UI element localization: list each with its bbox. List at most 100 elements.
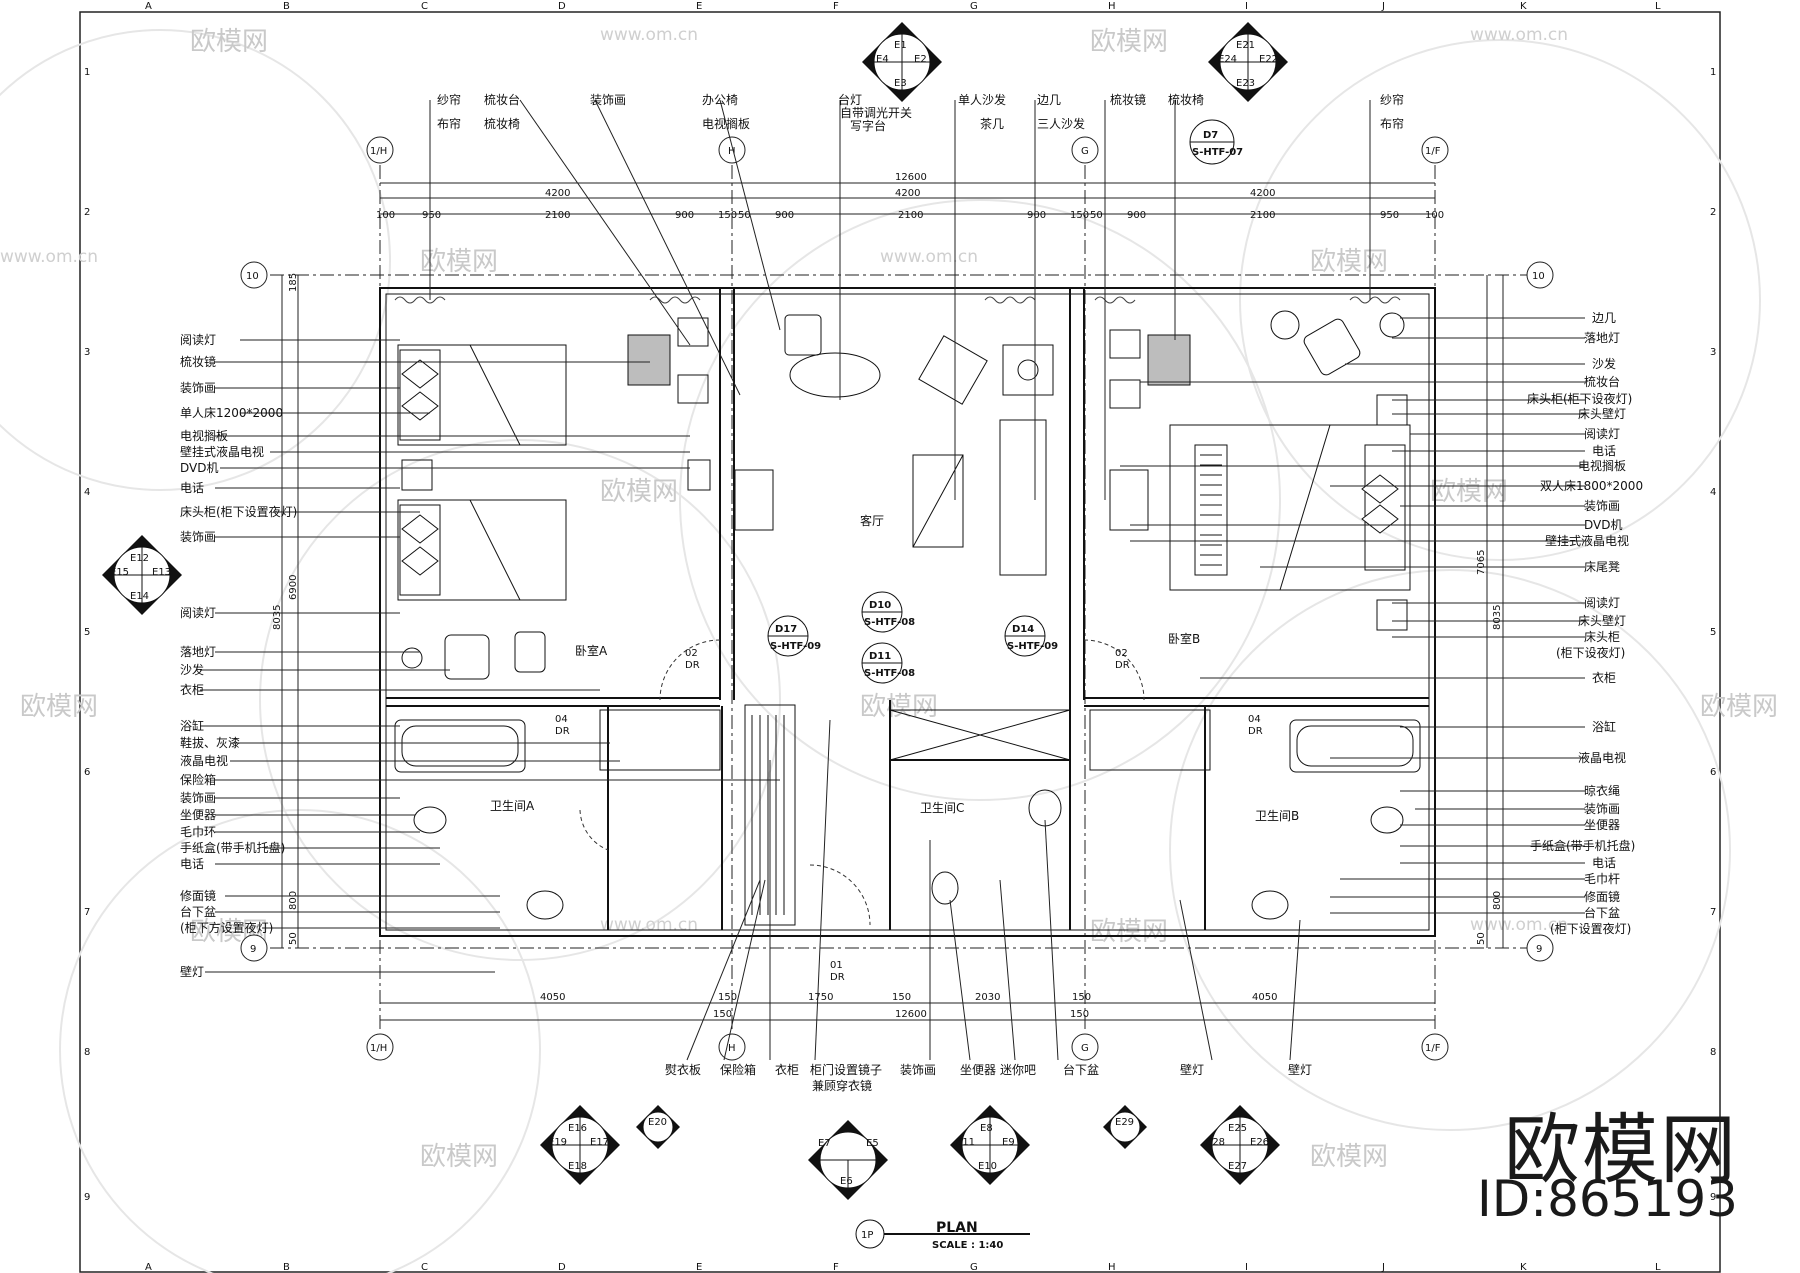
svg-text:E17: E17: [590, 1137, 609, 1148]
svg-text:1/F: 1/F: [1425, 1043, 1441, 1054]
svg-text:电视搁板: 电视搁板: [180, 428, 228, 443]
room-name-bath-a: 卫生间A: [490, 799, 535, 813]
svg-text:纱帘: 纱帘: [437, 92, 461, 107]
office-chair: [784, 314, 822, 356]
svg-text:D: D: [558, 1, 566, 12]
svg-text:150: 150: [892, 992, 911, 1003]
svg-text:H: H: [1108, 1262, 1116, 1273]
svg-text:800: 800: [288, 891, 299, 910]
svg-text:床头柜(柜下设夜灯): 床头柜(柜下设夜灯): [1527, 391, 1632, 406]
watermark-layer: 欧模网 www.om.cn 欧模网 www.om.cn 欧模网 www.om.c…: [0, 25, 1778, 1172]
svg-text:毛巾环: 毛巾环: [180, 825, 216, 839]
svg-text:E: E: [696, 1262, 702, 1273]
svg-text:装饰画: 装饰画: [1584, 499, 1620, 513]
svg-text:床头柜(柜下设置夜灯): 床头柜(柜下设置夜灯): [180, 504, 297, 519]
svg-text:E: E: [696, 1, 702, 12]
watermark: 欧模网: [1310, 247, 1388, 277]
svg-text:台灯: 台灯: [838, 92, 862, 107]
svg-text:E6: E6: [840, 1176, 853, 1187]
bathtub: [1289, 719, 1421, 773]
right-labels: 边几 落地灯 沙发 梳妆台 床头柜(柜下设夜灯) 床头壁灯 阅读灯 电话 电视搁…: [1527, 311, 1643, 936]
svg-text:I: I: [1245, 1262, 1248, 1273]
room-name-bedroom-b: 卧室B: [1168, 631, 1200, 646]
three-seat-sofa: [999, 419, 1047, 576]
watermark-url: www.om.cn: [0, 247, 98, 267]
axis-circle: [1526, 934, 1554, 962]
room-name-bath-b: 卫生间B: [1255, 809, 1299, 823]
watermark: 欧模网: [20, 692, 98, 722]
watermark-url: www.om.cn: [600, 915, 698, 935]
toilet: [413, 806, 447, 834]
side-dimension-values: 185 6900 8035 800 50 7065 8035 800 50: [272, 273, 1503, 945]
svg-text:E18: E18: [568, 1161, 587, 1172]
svg-text:床尾凳: 床尾凳: [1584, 559, 1620, 574]
svg-text:1/H: 1/H: [370, 146, 387, 157]
svg-text:4: 4: [84, 487, 90, 498]
decor-panel: [677, 317, 709, 347]
watermark-arcs: [0, 29, 1761, 1273]
svg-text:壁灯: 壁灯: [1180, 1062, 1204, 1077]
svg-text:3: 3: [1710, 347, 1716, 358]
svg-text:衣柜: 衣柜: [775, 1062, 799, 1077]
wardrobe: [599, 709, 721, 771]
svg-text:900: 900: [1127, 210, 1146, 221]
svg-text:H: H: [728, 1043, 736, 1054]
tv-unit: [687, 459, 711, 491]
svg-text:950: 950: [422, 210, 441, 221]
tv-shelf: [1109, 469, 1149, 531]
svg-text:毛巾杆: 毛巾杆: [1584, 872, 1620, 886]
svg-text:4050: 4050: [540, 992, 565, 1003]
axis-circle: [366, 136, 394, 164]
svg-text:4050: 4050: [1252, 992, 1277, 1003]
svg-text:L: L: [1655, 1, 1661, 12]
svg-text:DR: DR: [555, 726, 570, 737]
brand-id: ID:865193: [1477, 1170, 1738, 1228]
top-dimensions: [380, 182, 1435, 215]
svg-text:衣柜: 衣柜: [1592, 670, 1616, 685]
svg-text:2100: 2100: [545, 210, 570, 221]
svg-text:185: 185: [288, 273, 299, 292]
svg-text:落地灯: 落地灯: [180, 645, 216, 659]
svg-text:边几: 边几: [1592, 311, 1616, 325]
elevation-marker-bottom-a: E16 E17 E18 E19: [540, 1105, 620, 1185]
elevation-marker-bottom-c: E8 E9 E10 E11: [950, 1105, 1030, 1185]
svg-text:DVD机: DVD机: [1584, 518, 1622, 532]
svg-text:2: 2: [84, 207, 90, 218]
svg-text:单人床1200*2000: 单人床1200*2000: [180, 406, 283, 420]
plan-title: PLAN: [936, 1220, 978, 1236]
coffee-table: [912, 454, 964, 548]
svg-text:1/H: 1/H: [370, 1043, 387, 1054]
svg-text:柜门设置镜子: 柜门设置镜子: [810, 1062, 882, 1077]
svg-text:02: 02: [685, 648, 698, 659]
svg-text:150: 150: [718, 992, 737, 1003]
svg-text:(柜下设置夜灯): (柜下设置夜灯): [1550, 921, 1631, 936]
sink: [1251, 890, 1289, 920]
svg-text:D14: D14: [1012, 624, 1034, 635]
svg-text:DR: DR: [1248, 726, 1263, 737]
svg-text:E15: E15: [110, 567, 129, 578]
svg-text:5: 5: [84, 627, 90, 638]
tv-shelf: [734, 469, 774, 531]
plan-number: 1P: [861, 1230, 873, 1241]
svg-text:E3: E3: [894, 78, 907, 89]
svg-text:G: G: [1081, 1043, 1089, 1054]
side-table-round: [1270, 310, 1300, 340]
watermark: 欧模网: [1700, 692, 1778, 722]
dressing-stool: [627, 334, 671, 386]
closet-box-cross: [889, 709, 1071, 761]
axis-circle: [718, 136, 746, 164]
svg-text:6900: 6900: [288, 575, 299, 600]
svg-text:梳妆台: 梳妆台: [1584, 374, 1620, 389]
svg-text:落地灯: 落地灯: [1584, 331, 1620, 345]
svg-text:壁挂式液晶电视: 壁挂式液晶电视: [180, 444, 264, 459]
svg-text:8: 8: [84, 1047, 90, 1058]
svg-text:K: K: [1520, 1, 1527, 12]
axis-circle: [1421, 1033, 1449, 1061]
svg-text:50: 50: [1476, 932, 1487, 945]
svg-text:DVD机: DVD机: [180, 461, 218, 475]
svg-text:H: H: [728, 146, 736, 157]
svg-text:10: 10: [1532, 271, 1545, 282]
svg-text:D10: D10: [869, 600, 891, 611]
door-swings: [579, 639, 1145, 926]
